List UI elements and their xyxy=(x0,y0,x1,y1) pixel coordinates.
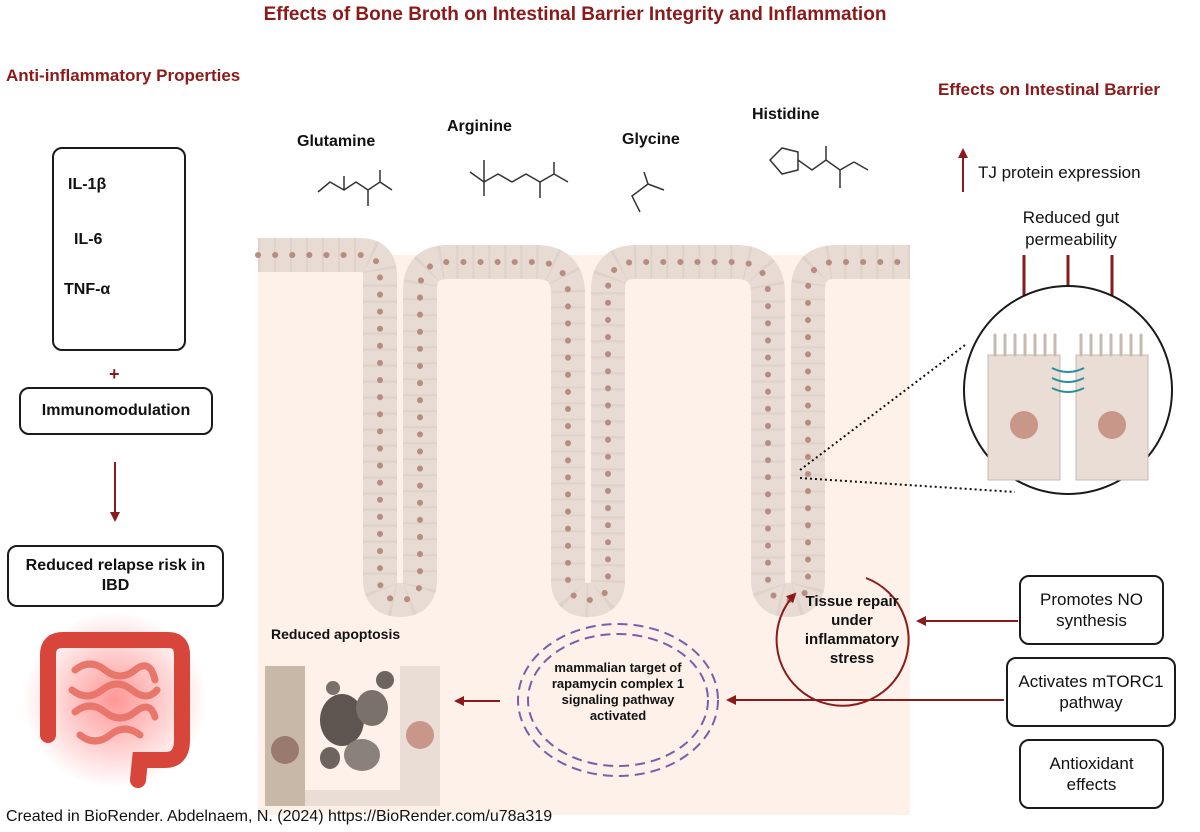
amino-acid-histidine: Histidine xyxy=(752,106,820,123)
glutamine-structure-icon xyxy=(317,170,393,206)
tight-junction-zoom xyxy=(963,285,1173,495)
zoom-microvilli xyxy=(993,333,1143,357)
mtor-ellipse-inner xyxy=(527,633,709,767)
apoptotic-body-2 xyxy=(356,690,388,726)
amino-acid-glutamine: Glutamine xyxy=(297,133,376,150)
reduced-apoptosis-label: Reduced apoptosis xyxy=(271,626,401,642)
zoom-nucleus-left xyxy=(1010,411,1038,439)
antioxidant-box: Antioxidant effects xyxy=(1019,739,1164,809)
intestinal-barrier-heading: Effects on Intestinal Barrier xyxy=(938,80,1161,99)
cytokine-il6: IL-6 xyxy=(74,231,103,248)
apoptosis-nucleus-left xyxy=(271,736,299,764)
tissue-repair-label: Tissue repair under inflammatory stress xyxy=(804,593,900,667)
cytokine-il1b: IL-1β xyxy=(68,176,107,193)
immunomodulation-box: Immunomodulation xyxy=(19,387,213,435)
apoptotic-body-5 xyxy=(376,671,394,689)
plus-sign: + xyxy=(109,364,120,384)
zoom-line-bottom xyxy=(799,477,1016,493)
intestine-glow xyxy=(23,612,207,788)
colon-shape xyxy=(40,632,190,788)
apoptosis-base xyxy=(305,790,400,806)
mtor-ellipse-outer xyxy=(517,623,719,777)
tight-junction-proteins xyxy=(1051,367,1085,393)
apoptotic-body-4 xyxy=(320,747,340,769)
villi-cell-borders xyxy=(258,238,910,618)
no-synthesis-box: Promotes NO synthesis xyxy=(1019,575,1164,645)
apoptotic-body-1 xyxy=(320,694,364,746)
relapse-box: Reduced relapse risk in IBD xyxy=(7,545,224,607)
apoptosis-nucleus-right xyxy=(406,721,434,749)
mtor-signaling-label: mammalian target of rapamycin complex 1 … xyxy=(551,660,685,723)
apoptotic-body-6 xyxy=(326,681,340,695)
figure-title: Effects of Bone Broth on Intestinal Barr… xyxy=(263,4,887,25)
mtorc-box: Activates mTORC1 pathway xyxy=(1006,657,1176,727)
biorender-credit: Created in BioRender. Abdelnaem, N. (202… xyxy=(6,808,553,825)
apoptosis-illustration xyxy=(265,666,440,806)
glycine-structure-icon xyxy=(631,171,665,213)
tissue-repair-cycle-arrow xyxy=(775,577,910,707)
cytokine-tnfa: TNF-α xyxy=(64,281,111,298)
arginine-structure-icon xyxy=(469,160,569,198)
anti-inflammatory-heading: Anti-inflammatory Properties xyxy=(6,66,241,85)
amino-acid-glycine: Glycine xyxy=(622,131,680,148)
amino-acid-arginine: Arginine xyxy=(447,118,512,135)
zoom-nucleus-right xyxy=(1098,411,1126,439)
histidine-structure-icon xyxy=(768,146,869,188)
small-intestine-shape xyxy=(68,660,161,745)
permeability-label: Reduced gut permeability xyxy=(1022,208,1120,249)
cytokine-box: IL-1β IL-6 TNF-α xyxy=(52,147,186,351)
apoptotic-body-3 xyxy=(344,739,380,771)
tj-protein-label: TJ protein expression xyxy=(978,163,1141,182)
intestine-icon xyxy=(23,612,207,788)
